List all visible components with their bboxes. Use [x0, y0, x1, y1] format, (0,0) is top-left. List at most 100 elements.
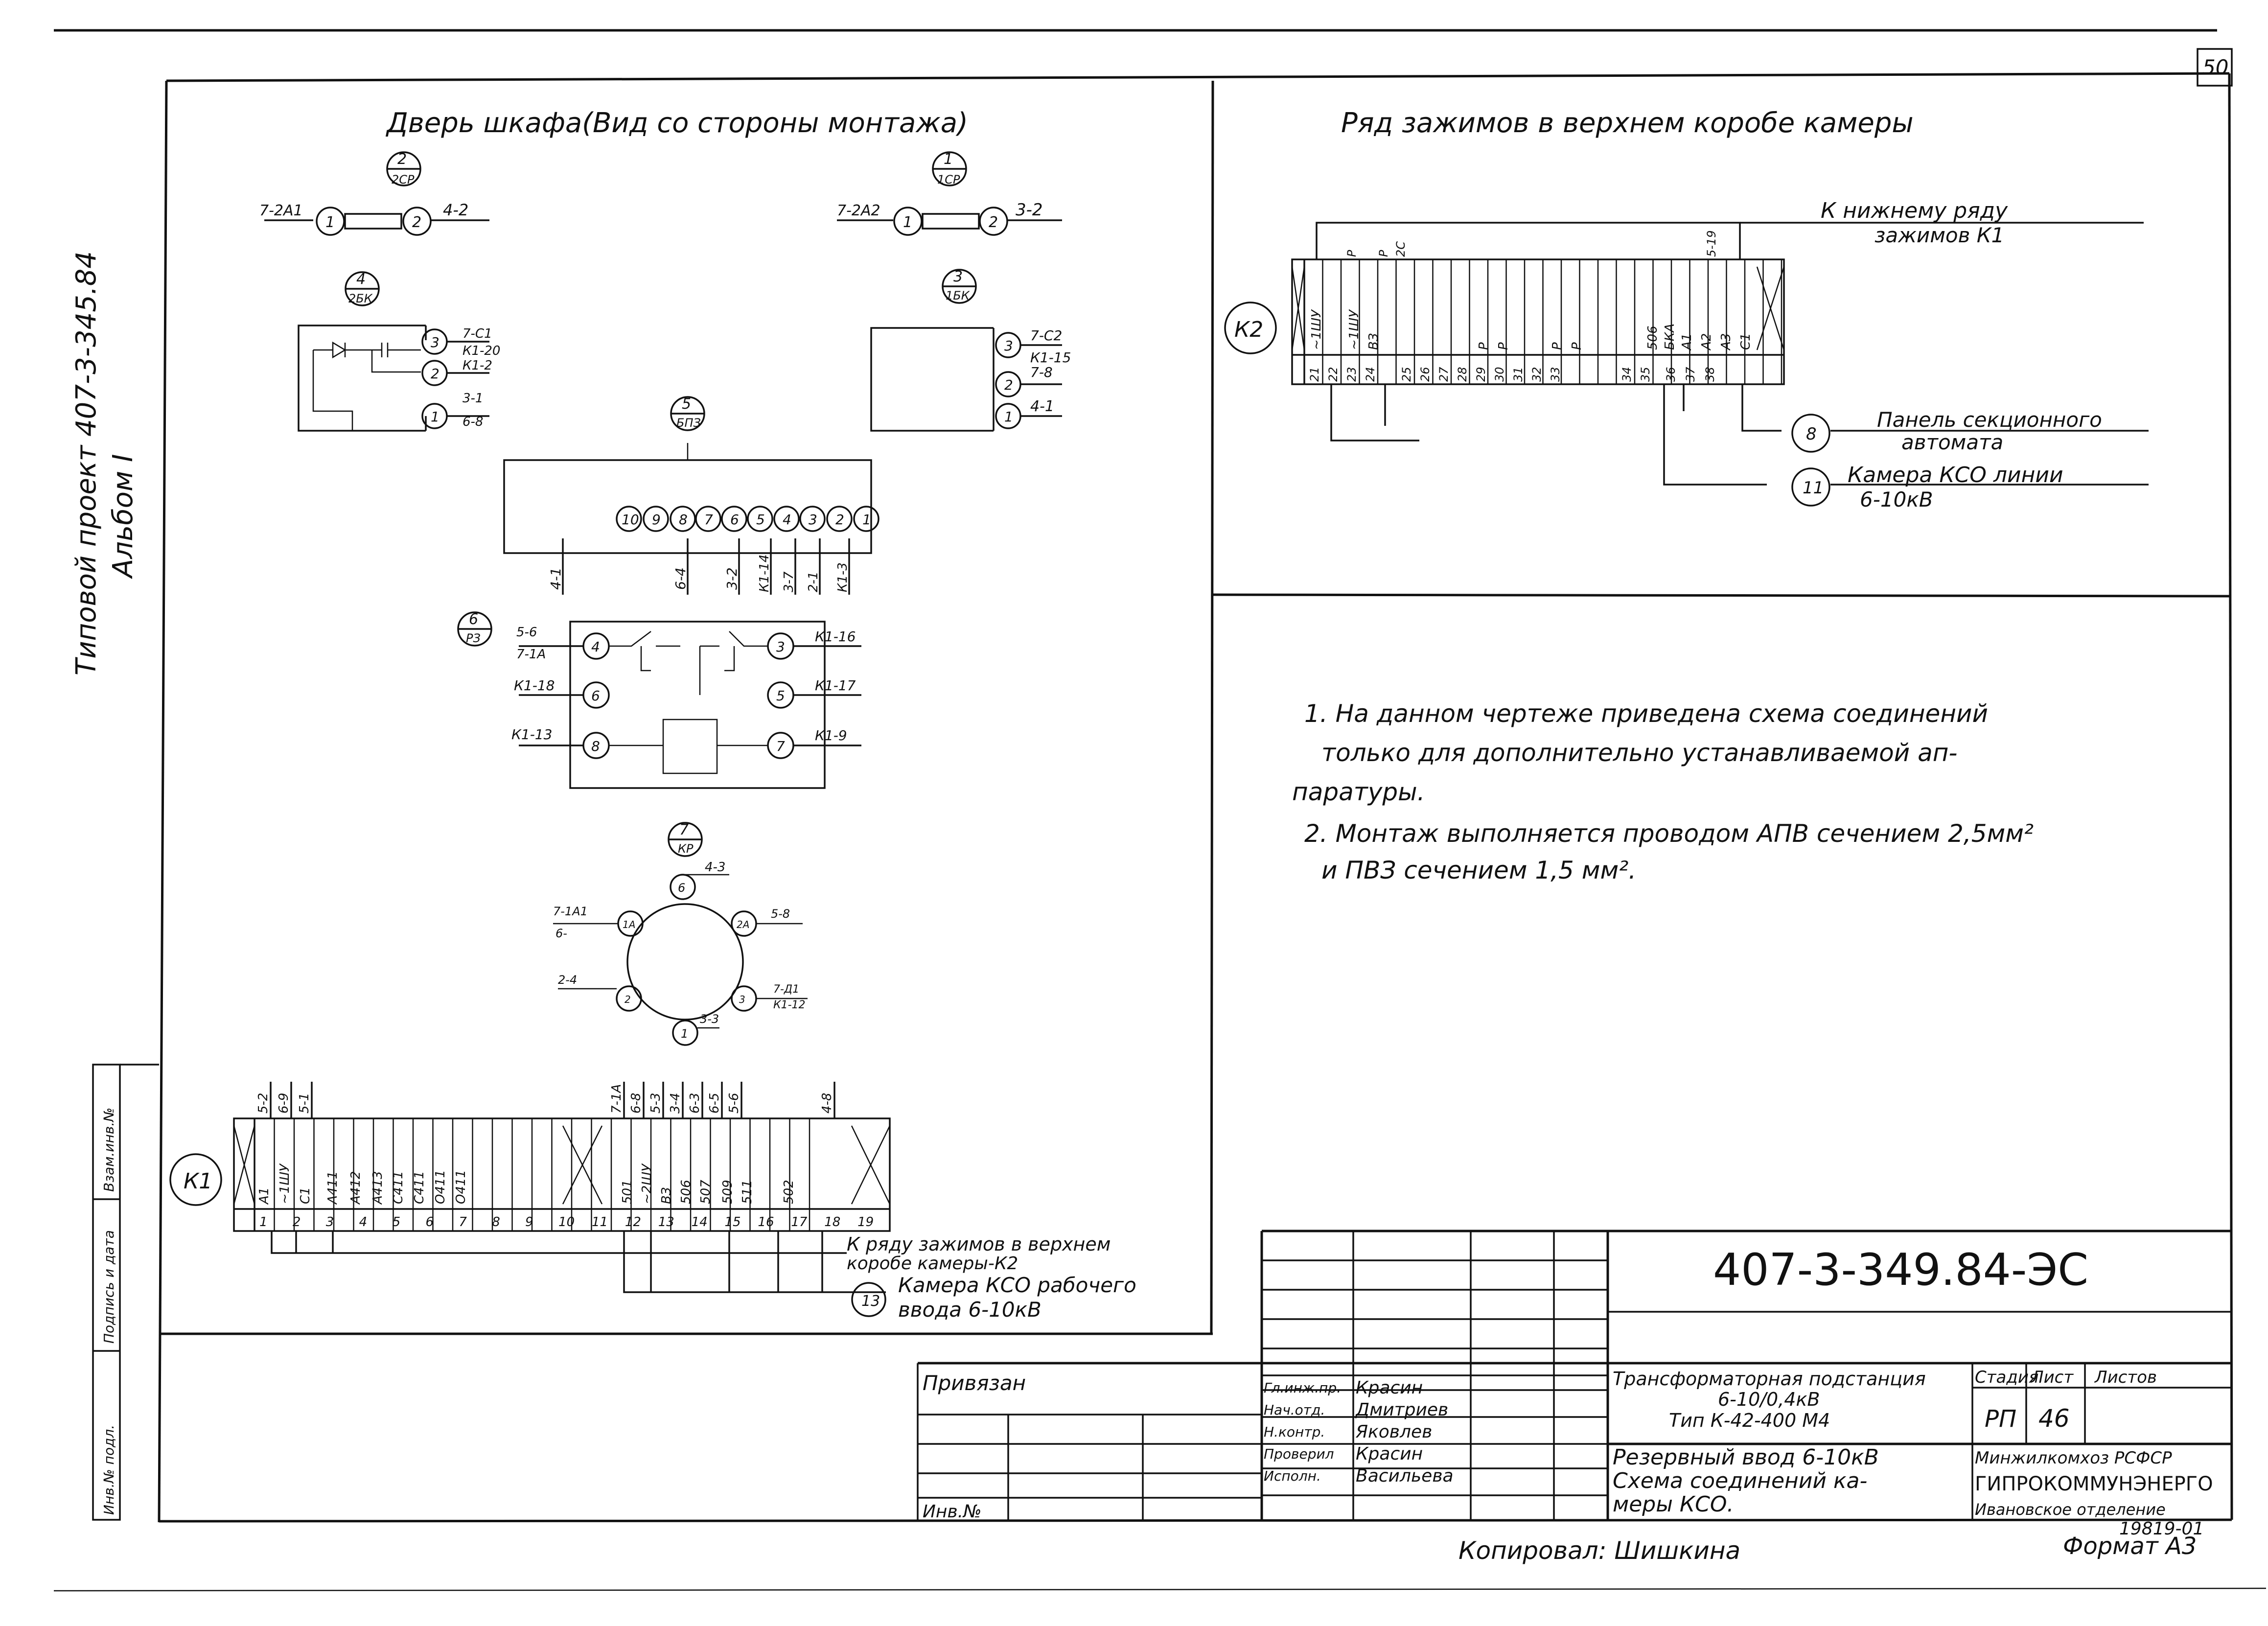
k1-terminal-number: 5: [393, 1215, 401, 1230]
project-line1: Трансформаторная подстанция: [1613, 1368, 1926, 1390]
dev5-pin-label: 10: [622, 511, 639, 528]
k2-cell-label: Р: [1570, 342, 1584, 350]
k2-terminal-number: 27: [1437, 367, 1451, 382]
dev5-pin-label: 7: [704, 511, 713, 528]
k2-dest11-line1: Камера КСО линии: [1848, 463, 2063, 488]
k2-terminal-number: 33: [1549, 367, 1562, 382]
note-line-3: паратуры.: [1292, 778, 1425, 806]
dev6-left-wire-1: 5-6: [516, 625, 537, 640]
dev7-pin-3: 3: [739, 994, 745, 1005]
k1-top-wire-label: 5-3: [648, 1093, 663, 1114]
k2-cell-label: Р: [1550, 342, 1565, 350]
dev4-wire-1: 7-С1: [463, 326, 492, 341]
dev5-wire-3: 3-2: [724, 567, 740, 590]
dev7-wire-4: 5-8: [771, 907, 790, 921]
dev7-pin-1a: 1А: [623, 919, 635, 930]
dev5-num: 5: [682, 395, 691, 413]
dev5-code: БПЗ: [676, 416, 701, 430]
dev7-wire-6: 7-Д1: [773, 983, 799, 996]
k1-top-wire-label: 3-4: [668, 1093, 683, 1114]
signature-name: Красин: [1356, 1378, 1423, 1398]
k1-terminal-number: 8: [492, 1215, 500, 1230]
k2-dest8-num: 8: [1806, 424, 1817, 444]
k2-top-wire-label: 2С: [1394, 241, 1408, 257]
dev6-right-wire-2: К1-17: [815, 677, 856, 694]
drawing-line2: Схема соединений ка-: [1613, 1468, 1867, 1493]
note-line-5: и ПВЗ сечением 1,5 мм².: [1321, 856, 1636, 884]
k2-terminal-number: 30: [1493, 367, 1506, 382]
k2-dest11-line2: 6-10кВ: [1860, 488, 1933, 511]
footer-copied: Копировал: Шишкина: [1458, 1536, 1740, 1565]
dev2-left-wire: 7-2А1: [259, 202, 303, 219]
k2-terminal-number: 35: [1639, 367, 1652, 382]
k2-cell-label: ~1ШУ: [1309, 309, 1324, 350]
k2-cell-label: ~1ШУ: [1347, 309, 1362, 350]
dev7-wire-7: К1-12: [773, 999, 806, 1011]
door-panel-title: Дверь шкафа(Вид со стороны монтажа): [385, 107, 968, 139]
k2-terminal-number: 25: [1400, 367, 1413, 382]
k2-terminal-number: 28: [1456, 367, 1469, 382]
k1-cell-label: О411: [433, 1170, 448, 1204]
k1-cell-label: С411: [391, 1171, 406, 1204]
dev6-left-wire-3: К1-18: [514, 677, 555, 694]
dev7-wire-3: 6-: [555, 927, 567, 940]
org-line1: Минжилкомхоз РСФСР: [1975, 1448, 2172, 1468]
k2-label: К2: [1234, 317, 1263, 342]
dev6-pin-8: 8: [591, 738, 600, 754]
k2-terminal-number: 29: [1474, 367, 1488, 382]
dev3-num: 3: [953, 268, 963, 285]
dev5-pin-8: [670, 506, 696, 532]
dev2-right-wire: 4-2: [443, 201, 468, 219]
dev5-wire-4: К1-14: [757, 555, 772, 592]
k2-terminal-number: 31: [1511, 367, 1525, 382]
dev5-pin-label: 9: [652, 511, 661, 528]
footer-doc-no: 19819-01: [2119, 1519, 2204, 1539]
signature-role: Исполн.: [1264, 1468, 1321, 1484]
sheet-label: Лист: [2030, 1368, 2074, 1387]
k1-dest-num: 13: [861, 1293, 880, 1310]
k1-top-wire-label: 6-8: [629, 1093, 644, 1114]
k1-cell-label: А412: [348, 1171, 363, 1205]
k1-cell-label: А1: [257, 1187, 272, 1205]
k2-terminal-number: 36: [1664, 367, 1678, 382]
k1-terminal-number: 4: [359, 1215, 368, 1230]
dev6-pin-5: 5: [776, 688, 785, 704]
k2-terminal-number: 23: [1345, 367, 1359, 382]
dev5-wire-1: 4-1: [548, 567, 564, 590]
k2-terminal-number: 22: [1326, 367, 1340, 382]
margin-album: Альбом I: [107, 454, 139, 579]
dev5-pin-1: [853, 506, 879, 532]
k1-top-wire-label: 6-9: [277, 1093, 291, 1114]
k1-cell-label: ~1ШУ: [278, 1163, 292, 1204]
dev5-pin-label: 8: [679, 511, 688, 528]
k2-cell-label: БКА: [1663, 324, 1677, 350]
k2-cell-label: Р: [1477, 342, 1491, 350]
dev3-pin-1: 1: [1004, 409, 1013, 425]
k2-dest8-line2: автомата: [1901, 430, 2003, 454]
signature-name: Яковлев: [1355, 1422, 1432, 1442]
dev5-pin-9: [643, 506, 669, 532]
dev6-pin-3: 3: [776, 639, 785, 655]
k2-top-wire-label: Р: [1345, 250, 1359, 257]
k1-terminal-strip: [169, 1082, 891, 1317]
dev7-wire-1: 4-3: [705, 860, 725, 875]
dev7-pin-6: 6: [678, 881, 685, 895]
signature-name: Васильева: [1356, 1466, 1454, 1486]
dev5-pin-label: 1: [862, 511, 871, 528]
dev5-pin-label: 5: [756, 511, 765, 528]
dev3-pin-2: 2: [1004, 377, 1013, 393]
k2-terminal-strip: [1224, 222, 2149, 507]
note-line-2: только для дополнительно устанавливаемой…: [1321, 739, 1957, 767]
dev2-num: 2: [397, 151, 407, 168]
dev5-wire-2: 6-4: [672, 567, 689, 590]
k1-cell-label: С1: [298, 1187, 313, 1204]
dev3-code: 1БК: [946, 289, 970, 302]
k1-terminal-number: 1: [259, 1215, 268, 1230]
k1-top-wire-label: 5-1: [297, 1093, 312, 1114]
k2-dest8-line1: Панель секционного: [1877, 408, 2102, 432]
dev5-wire-6: 2-1: [806, 572, 821, 592]
dev6-pin-6: 6: [591, 688, 600, 704]
title-privyazan: Привязан: [923, 1371, 1026, 1395]
k2-terminal-number: 26: [1418, 367, 1432, 382]
